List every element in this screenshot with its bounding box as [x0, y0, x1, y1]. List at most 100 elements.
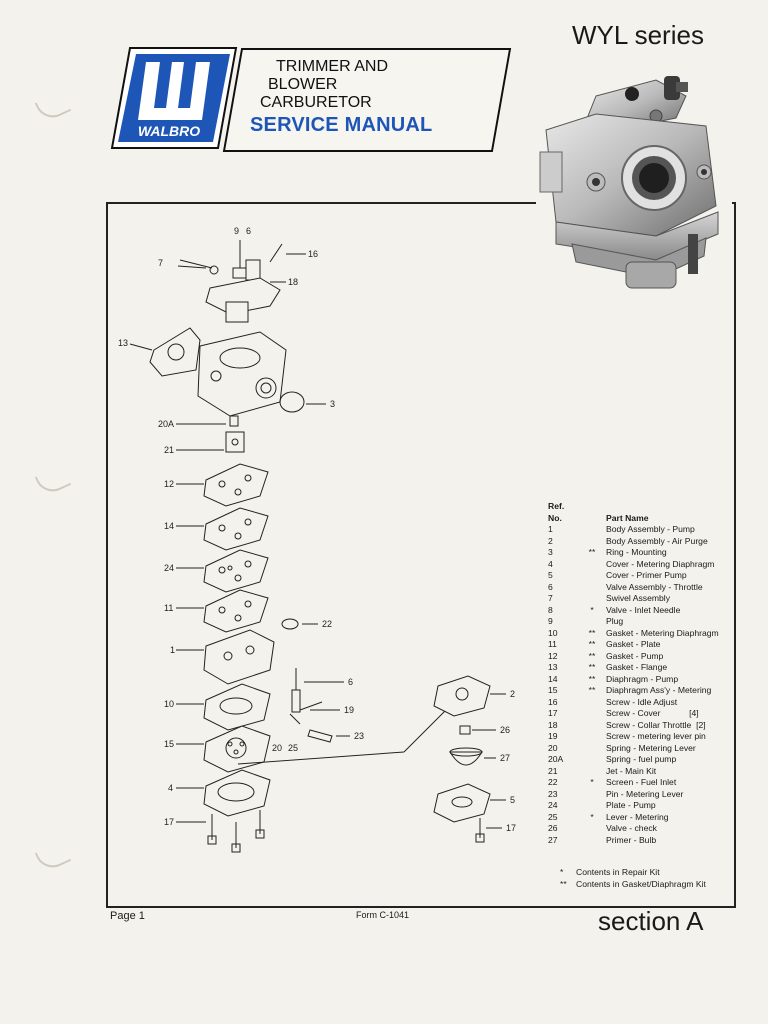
part-name: Screen - Fuel Inlet — [606, 777, 677, 787]
walbro-logo: WALBRO — [110, 46, 238, 150]
part-ref-no: 7 — [548, 593, 553, 603]
part-ref-no: 23 — [548, 788, 558, 799]
part-kit-mark — [578, 743, 606, 755]
part-name: Valve - Inlet Needle — [606, 604, 681, 615]
callout-20a: 20A — [158, 419, 174, 429]
kit-notes: * Contents in Repair Kit **Contents in Ga… — [560, 866, 706, 890]
part-ref-no: 6 — [548, 581, 553, 592]
part-kit-mark — [578, 616, 606, 628]
part-name: Spring - fuel pump — [606, 754, 677, 764]
callout-18: 18 — [288, 277, 298, 287]
parts-row: 8*Valve - Inlet Needle — [548, 605, 732, 617]
note-mark: * — [560, 867, 564, 877]
part-kit-mark: ** — [588, 547, 596, 557]
part-name: Body Assembly - Air Purge — [606, 535, 708, 546]
exploded-parts-diagram: 9 6 16 7 18 13 3 20A 21 12 14 24 11 22 1… — [118, 226, 516, 853]
part-name: Diaphragm - Pump — [606, 673, 679, 684]
part-ref-no: 9 — [548, 616, 553, 626]
callout-12: 12 — [164, 479, 174, 489]
callout-26: 26 — [500, 725, 510, 735]
part-ref-no: 11 — [548, 639, 557, 649]
punch-hole-middle — [34, 464, 72, 498]
part-kit-mark — [578, 593, 606, 605]
logo-text: WALBRO — [138, 123, 200, 139]
header-ref: Ref. — [548, 501, 565, 511]
callout-20: 20 — [272, 743, 282, 753]
note-text: Contents in Repair Kit — [576, 867, 660, 877]
callout-1: 1 — [170, 645, 175, 655]
part-kit-mark — [578, 582, 606, 594]
part-name: Gasket - Pump — [606, 650, 664, 661]
part-name: Pin - Metering Lever — [606, 788, 684, 799]
part-name: Plug — [606, 616, 624, 626]
part-kit-mark: ** — [588, 639, 596, 649]
callout-27: 27 — [500, 753, 510, 763]
parts-row: 15**Diaphragm Ass'y - Metering — [548, 685, 732, 697]
part-ref-no: 18 — [548, 719, 558, 730]
part-kit-mark — [578, 800, 606, 812]
part-ref-no: 13 — [548, 662, 558, 672]
callout-7: 7 — [158, 258, 163, 268]
note-gasket-kit: **Contents in Gasket/Diaphragm Kit — [560, 878, 706, 890]
part-kit-mark: ** — [588, 685, 596, 695]
title-block: TRIMMER AND BLOWER CARBURETOR SERVICE MA… — [250, 58, 432, 137]
parts-row: 2 Body Assembly - Air Purge — [548, 536, 732, 548]
callout-23: 23 — [354, 731, 364, 741]
part-kit-mark: ** — [588, 662, 596, 672]
callout-2: 2 — [510, 689, 515, 699]
part-kit-mark: * — [590, 604, 594, 615]
parts-row: 3**Ring - Mounting — [548, 547, 732, 559]
callout-4: 4 — [168, 783, 173, 793]
callout-6-top: 6 — [246, 226, 251, 236]
part-kit-mark — [578, 559, 606, 571]
part-ref-no: 27 — [548, 834, 558, 845]
part-name: Screw - metering lever pin — [606, 731, 706, 741]
note-text: Contents in Gasket/Diaphragm Kit — [576, 879, 706, 889]
title-line-1: TRIMMER AND — [276, 58, 388, 75]
part-ref-no: 24 — [548, 800, 558, 810]
note-repair-kit: * Contents in Repair Kit — [560, 866, 706, 878]
part-kit-mark — [578, 789, 606, 801]
part-ref-no: 5 — [548, 570, 553, 580]
part-name: Plate - Pump — [606, 800, 656, 810]
title-line-2: BLOWER — [268, 76, 338, 93]
callout-17-left: 17 — [164, 817, 174, 827]
punch-hole-top — [34, 90, 72, 124]
part-name: Screw - Cover [4] — [606, 708, 699, 718]
callout-15: 15 — [164, 739, 174, 749]
part-kit-mark — [578, 524, 606, 536]
section-label: section A — [598, 906, 704, 936]
part-kit-mark: ** — [588, 627, 596, 638]
parts-row: 23 Pin - Metering Lever — [548, 789, 732, 801]
part-kit-mark — [578, 697, 606, 709]
series-title: WYL series — [572, 20, 704, 50]
callout-3: 3 — [330, 399, 335, 409]
callout-13: 13 — [118, 338, 128, 348]
callout-19: 19 — [344, 705, 354, 715]
part-ref-no: 2 — [548, 535, 553, 546]
part-ref-no: 20A — [548, 754, 564, 764]
parts-row: 25*Lever - Metering — [548, 812, 732, 824]
part-name: Valve - check — [606, 823, 657, 833]
parts-row: 12**Gasket - Pump — [548, 651, 732, 663]
callout-22: 22 — [322, 619, 332, 629]
punch-hole-bottom — [34, 840, 72, 874]
part-kit-mark — [578, 536, 606, 548]
service-manual-label: SERVICE MANUAL — [250, 114, 433, 136]
part-ref-no: 10 — [548, 627, 558, 638]
part-name: Lever - Metering — [606, 811, 669, 822]
part-kit-mark — [578, 754, 606, 766]
part-kit-mark: * — [590, 777, 594, 787]
page-number: Page 1 — [110, 910, 145, 922]
part-name: Cover - Metering Diaphragm — [606, 558, 715, 569]
